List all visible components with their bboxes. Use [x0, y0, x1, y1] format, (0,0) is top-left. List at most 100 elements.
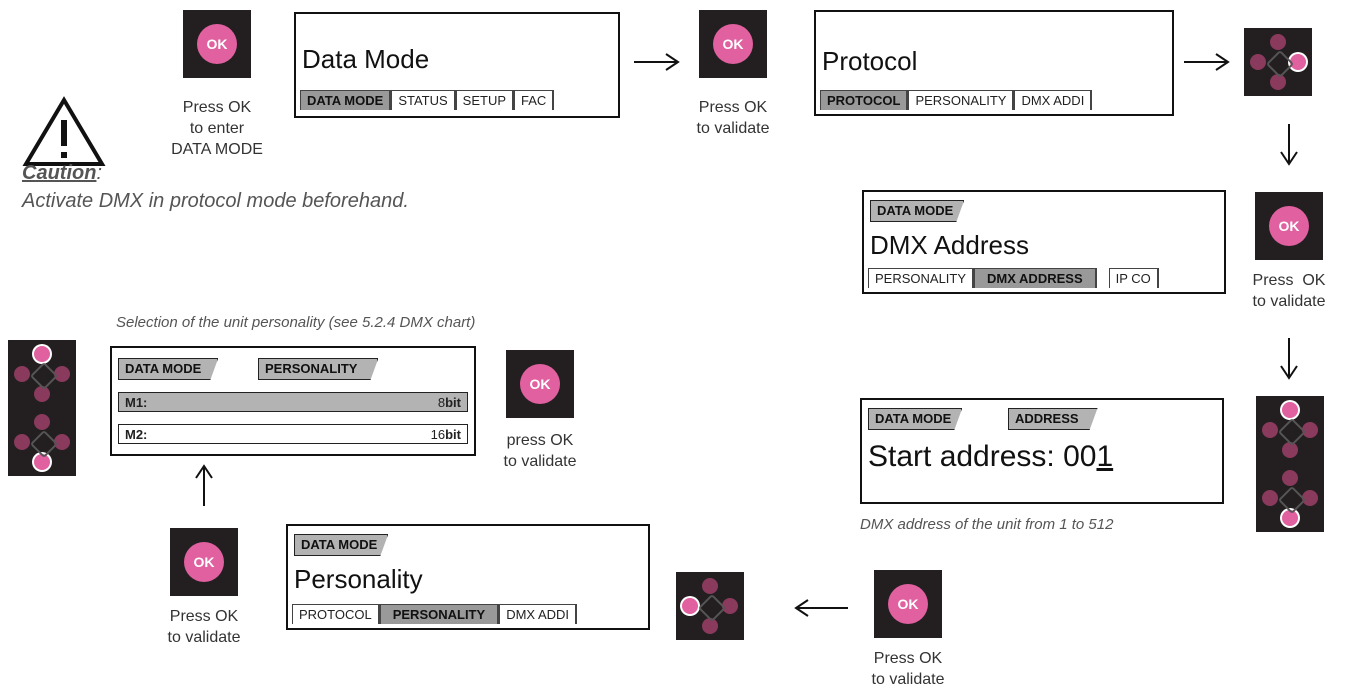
- left-key-icon: [1250, 54, 1266, 70]
- row-label: M2:: [125, 427, 148, 442]
- pad-center: [1277, 417, 1307, 447]
- pad-center: [1265, 49, 1295, 79]
- caption-validate-3: Press OK to validate: [843, 648, 973, 690]
- ok-button-validate-address[interactable]: OK: [874, 570, 942, 638]
- row-unit: bit: [445, 395, 461, 410]
- screen-personality: DATA MODE Personality PROTOCOL PERSONALI…: [286, 524, 650, 630]
- screen-dmx-address: DATA MODE DMX Address PERSONALITY DMX AD…: [862, 190, 1226, 294]
- up-key-icon: [1270, 34, 1286, 50]
- crumb-address: ADDRESS: [1008, 408, 1098, 430]
- ok-button-validate-personality[interactable]: OK: [170, 528, 238, 596]
- arrow-pad-up-left[interactable]: [8, 340, 76, 408]
- tab-personality: PERSONALITY: [379, 604, 500, 624]
- screen-data-mode: Data Mode DATA MODE STATUS SETUP FAC: [294, 12, 620, 118]
- pad-center: [1277, 485, 1307, 515]
- arrow-pad-up[interactable]: [1256, 396, 1324, 464]
- caution-colon: :: [96, 162, 102, 184]
- tab-protocol: PROTOCOL: [820, 90, 909, 110]
- arrow-down-icon: [1280, 124, 1298, 166]
- arrow-pad-right[interactable]: [1244, 28, 1312, 96]
- left-key-icon: [1262, 490, 1278, 506]
- caution-text: Activate DMX in protocol mode beforehand…: [22, 190, 409, 212]
- ok-label: OK: [184, 542, 224, 582]
- caption-line: DATA MODE: [171, 141, 263, 158]
- left-key-icon: [14, 366, 30, 382]
- dmx-address-note: DMX address of the unit from 1 to 512: [860, 516, 1114, 533]
- screen-start-address: DATA MODE ADDRESS Start address: 001: [860, 398, 1224, 504]
- right-key-icon: [54, 366, 70, 382]
- arrow-pad-down-left[interactable]: [8, 408, 76, 476]
- row-num: 16: [430, 427, 446, 442]
- up-key-icon: [1282, 402, 1298, 418]
- caption-validate-5: press OK to validate: [475, 430, 605, 472]
- tab-row: PERSONALITY DMX ADDRESS IP CO: [868, 268, 1220, 288]
- arrow-down-icon: [1280, 338, 1298, 380]
- screen-title: DMX Address: [870, 230, 1029, 260]
- row-value: 8bit: [438, 393, 461, 413]
- ok-label: OK: [713, 24, 753, 64]
- caption-line: to enter: [189, 120, 245, 137]
- ok-label: OK: [520, 364, 560, 404]
- caption-line: Press OK: [182, 99, 252, 116]
- arrow-right-icon: [1184, 53, 1230, 71]
- right-key-icon: [722, 598, 738, 614]
- caption-line: Press OK: [873, 650, 943, 667]
- address-value: Start address: 00: [868, 440, 1097, 473]
- crumb-data-mode: DATA MODE: [118, 358, 218, 380]
- tab-status: STATUS: [391, 90, 456, 110]
- ok-button-enter-data-mode[interactable]: OK: [183, 10, 251, 78]
- caption-line: Press OK: [1252, 272, 1326, 289]
- personality-row-m2[interactable]: M2: 16bit: [118, 424, 468, 444]
- arrow-left-icon: [794, 599, 848, 617]
- arrow-pad-down[interactable]: [1256, 464, 1324, 532]
- down-key-icon: [1282, 442, 1298, 458]
- caption-line: Press OK: [698, 99, 768, 116]
- warning-icon: [22, 96, 106, 166]
- tab-row: PROTOCOL PERSONALITY DMX ADDI: [292, 604, 644, 624]
- crumb-data-mode: DATA MODE: [294, 534, 388, 556]
- right-key-icon: [1302, 422, 1318, 438]
- screen-protocol: Protocol PROTOCOL PERSONALITY DMX ADDI: [814, 10, 1174, 116]
- ok-button-validate-dmx-address[interactable]: OK: [1255, 192, 1323, 260]
- left-key-icon: [1262, 422, 1278, 438]
- screen-select-personality: DATA MODE PERSONALITY M1: 8bit M2: 16bit: [110, 346, 476, 456]
- row-value: 16bit: [431, 425, 461, 445]
- caution-heading: Caution:: [22, 162, 102, 185]
- tab-row: DATA MODE STATUS SETUP FAC: [300, 90, 614, 110]
- caption-validate-4: Press OK to validate: [139, 606, 269, 648]
- tab-data-mode: DATA MODE: [300, 90, 392, 110]
- row-num: 8: [437, 395, 446, 410]
- up-key-icon: [34, 414, 50, 430]
- tab-ip-config: IP CO: [1108, 268, 1159, 288]
- tab-setup: SETUP: [455, 90, 515, 110]
- crumb-data-mode: DATA MODE: [868, 408, 962, 430]
- up-key-icon: [702, 578, 718, 594]
- tab-factory: FAC: [514, 90, 555, 110]
- left-key-icon: [14, 434, 30, 450]
- tab-dmx-address: DMX ADDI: [499, 604, 578, 624]
- screen-title: Start address: 001: [868, 440, 1113, 474]
- tab-dmx-address: DMX ADDRESS: [974, 268, 1097, 288]
- ok-label: OK: [888, 584, 928, 624]
- ok-button-validate-selection[interactable]: OK: [506, 350, 574, 418]
- right-key-icon: [1302, 490, 1318, 506]
- personality-note: Selection of the unit personality (see 5…: [116, 314, 476, 331]
- arrow-pad-left[interactable]: [676, 572, 744, 640]
- tab-personality: PERSONALITY: [868, 268, 975, 288]
- caption-line: to validate: [167, 629, 241, 646]
- caption-line: to validate: [503, 453, 577, 470]
- tab-dmx-address: DMX ADDI: [1014, 90, 1093, 110]
- caption-line: press OK: [506, 432, 574, 449]
- caption-enter-data-mode: Press OK to enter DATA MODE: [152, 97, 282, 160]
- address-cursor-digit: 1: [1096, 440, 1114, 473]
- crumb-data-mode: DATA MODE: [870, 200, 964, 222]
- crumb-personality: PERSONALITY: [258, 358, 378, 380]
- caption-validate-2: Press OK to validate: [1229, 270, 1349, 312]
- pad-center: [29, 361, 59, 391]
- personality-row-m1[interactable]: M1: 8bit: [118, 392, 468, 412]
- screen-title: Protocol: [822, 46, 918, 76]
- ok-button-validate-data-mode[interactable]: OK: [699, 10, 767, 78]
- row-label: M1:: [125, 395, 148, 410]
- down-key-icon: [34, 386, 50, 402]
- arrow-right-icon: [634, 53, 680, 71]
